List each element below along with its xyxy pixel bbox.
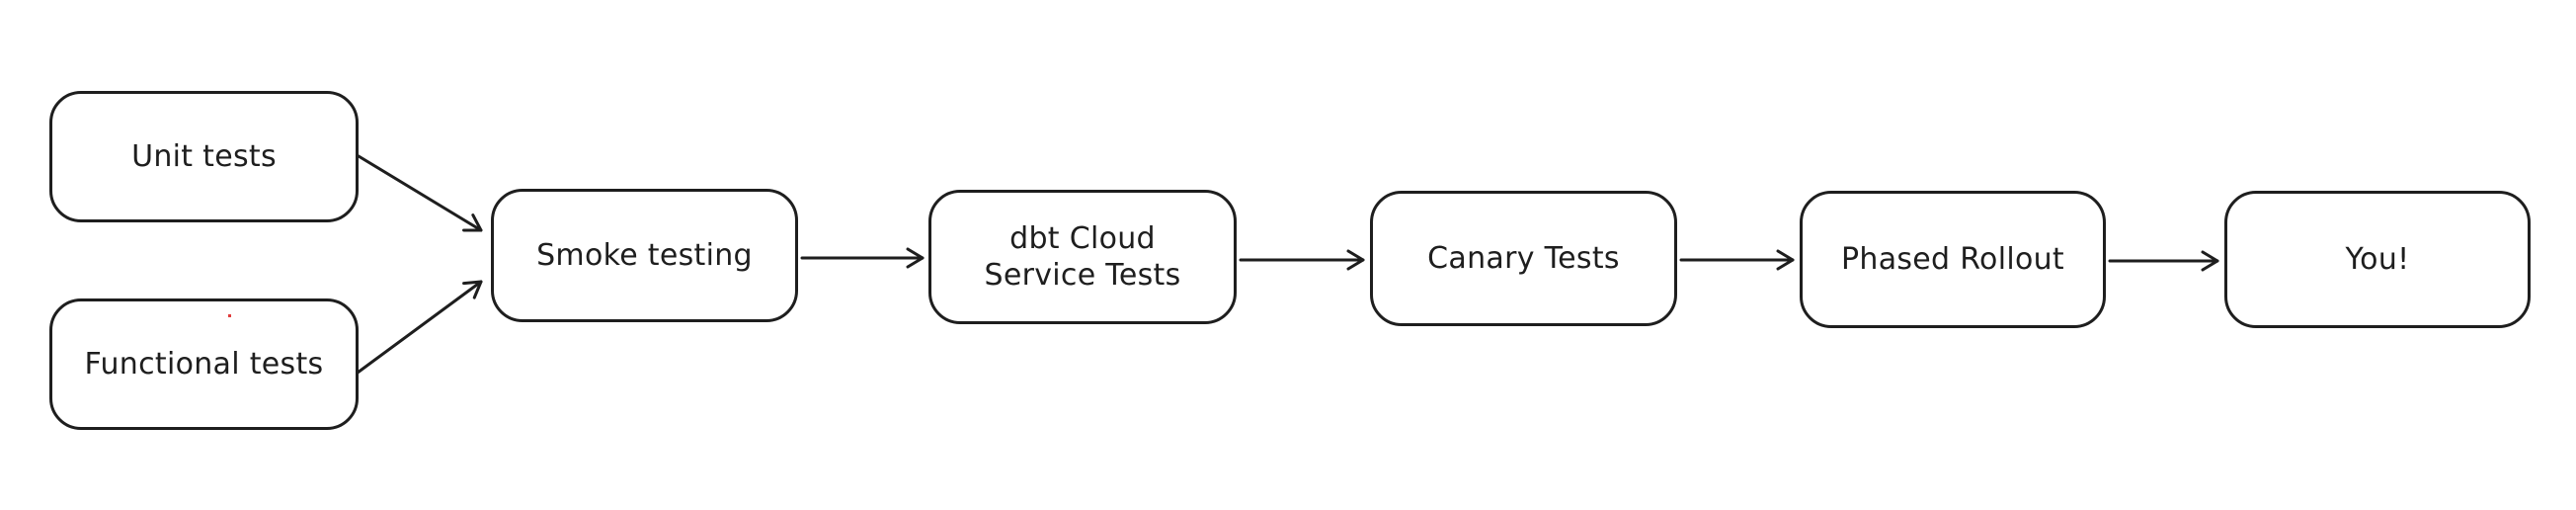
node-label: You! bbox=[2345, 242, 2410, 277]
node-label: Functional tests bbox=[84, 347, 324, 382]
node-label: Phased Rollout bbox=[1840, 242, 2064, 277]
node-label: Canary Tests bbox=[1427, 241, 1620, 276]
node-smoke-testing: Smoke testing bbox=[491, 189, 798, 322]
node-phased-rollout: Phased Rollout bbox=[1800, 191, 2106, 328]
node-dbt-cloud-service-tests: dbt Cloud Service Tests bbox=[928, 190, 1237, 324]
edge-unit-tests-to-smoke-testing bbox=[357, 154, 483, 232]
node-label: Unit tests bbox=[131, 139, 277, 174]
node-unit-tests: Unit tests bbox=[49, 91, 359, 222]
edge-functional-tests-to-smoke-testing bbox=[356, 280, 483, 375]
node-canary-tests: Canary Tests bbox=[1370, 191, 1677, 326]
red-dot-artifact bbox=[228, 314, 231, 317]
node-you: You! bbox=[2224, 191, 2531, 328]
node-label: Smoke testing bbox=[536, 238, 753, 273]
node-label: dbt Cloud Service Tests bbox=[984, 221, 1181, 293]
node-functional-tests: Functional tests bbox=[49, 298, 359, 430]
